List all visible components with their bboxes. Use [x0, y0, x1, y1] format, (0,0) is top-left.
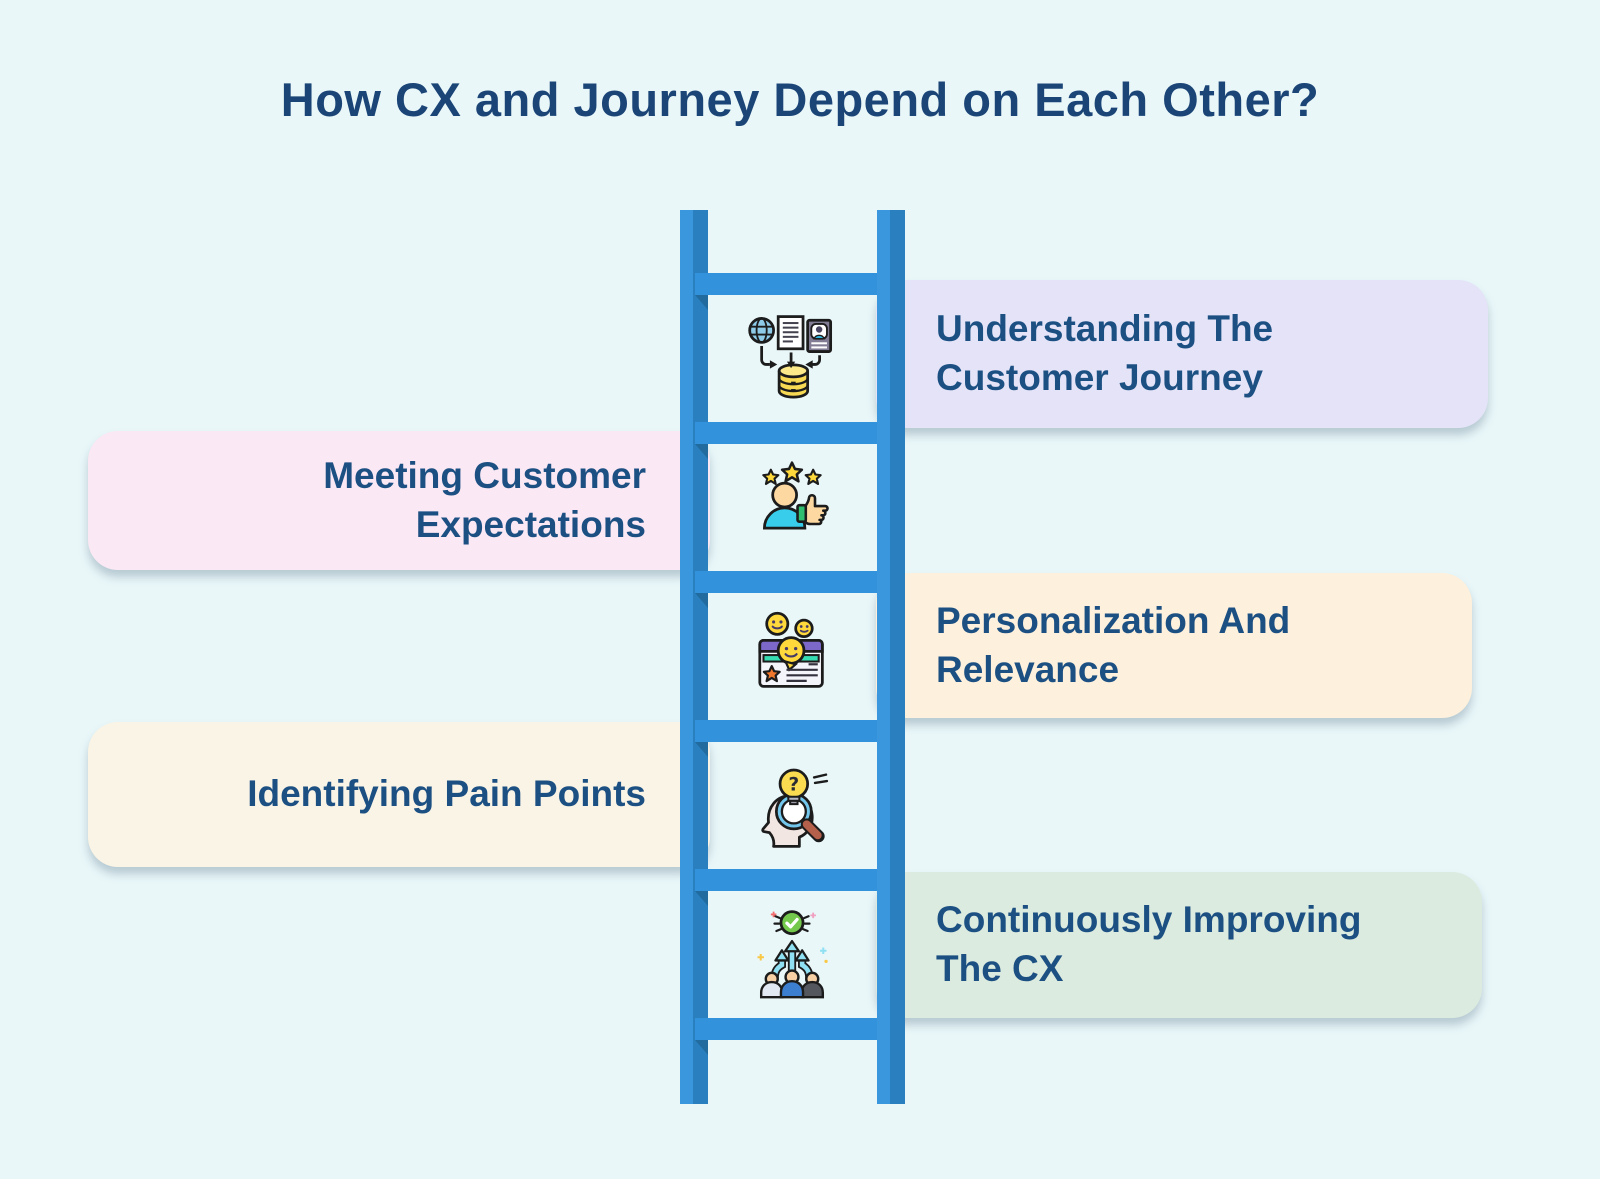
step-label-line: Meeting Customer	[323, 454, 646, 496]
step-label-line: Identifying Pain Points	[247, 773, 646, 815]
step-label-line: The CX	[936, 948, 1064, 989]
continuous-improvement-icon	[757, 910, 828, 999]
ladder-left-rail	[680, 210, 693, 1104]
step-label-line: Expectations	[415, 503, 646, 545]
customer-satisfaction-icon	[762, 461, 829, 530]
ladder-rung	[695, 869, 877, 891]
ladder-rung	[695, 1018, 877, 1040]
step-card-meeting-customer-expectations: Meeting Customer Expectations	[88, 431, 710, 570]
step-label-line: Customer Journey	[936, 357, 1263, 398]
step-card-continuously-improving-cx: Continuously Improving The CX	[876, 872, 1482, 1018]
page-title: How CX and Journey Depend on Each Other?	[280, 73, 1320, 126]
step-card-personalization-relevance: Personalization And Relevance	[876, 573, 1472, 718]
ladder-left-rail-shade	[693, 210, 708, 1104]
customer-journey-data-icon	[748, 315, 833, 399]
svg-text:?: ?	[789, 774, 800, 795]
ladder-rung	[695, 720, 877, 742]
step-card-understanding-customer-journey: Understanding The Customer Journey	[876, 280, 1488, 428]
step-label-line: Relevance	[936, 648, 1120, 690]
ladder-right-rail-shade	[890, 210, 905, 1104]
step-label-line: Understanding The	[936, 308, 1274, 350]
ladder-rung	[695, 422, 877, 444]
feedback-review-icon	[758, 611, 824, 688]
ladder-rung	[695, 273, 877, 295]
step-label-line: Continuously Improving	[936, 899, 1362, 941]
ladder-rung	[695, 571, 877, 593]
ladder-right-rail	[877, 210, 890, 1104]
step-label-line: Personalization And	[936, 599, 1291, 641]
step-card-identifying-pain-points: Identifying Pain Points	[88, 722, 710, 867]
pain-point-insight-icon: ?	[761, 768, 829, 848]
